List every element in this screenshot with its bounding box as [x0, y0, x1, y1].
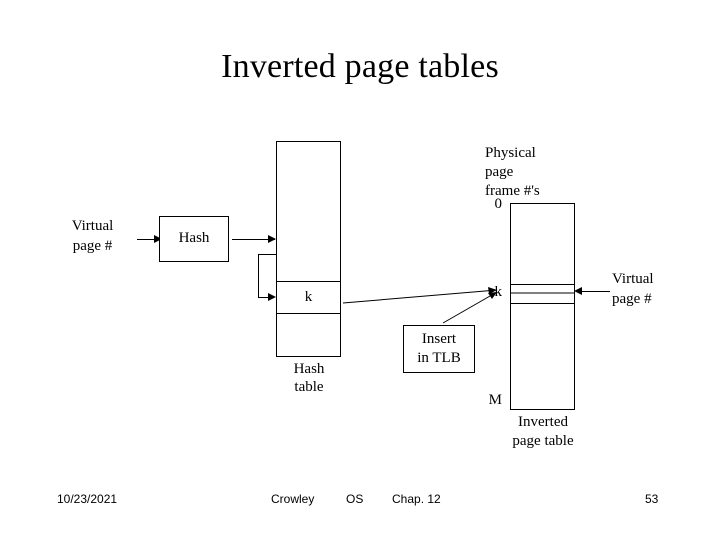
hash-box: [159, 216, 229, 262]
inverted-table-divider-top: [510, 284, 575, 285]
physical-frames-caption-line1: Physical: [485, 145, 536, 161]
insert-in-tlb-label-line1: Insert: [421, 331, 457, 347]
virtual-page-left-label-line2: page #: [72, 238, 113, 254]
footer-page-number: 53: [645, 492, 659, 506]
arrow-virtual-to-hash-head: [154, 235, 162, 243]
virtual-page-right-label-line1: Virtual: [612, 271, 654, 287]
physical-frames-caption-line2: page: [485, 164, 514, 180]
virtual-page-right-label-line2: page #: [612, 291, 652, 307]
hash-box-label: Hash: [178, 230, 210, 246]
hash-table-divider-bottom: [276, 313, 341, 314]
insert-in-tlb-label-line2: in TLB: [417, 350, 461, 366]
arrow-hash-to-table-line: [232, 239, 275, 240]
footer-date: 10/23/2021: [57, 492, 118, 506]
page-title: Inverted page tables: [221, 48, 499, 85]
arrow-right-virtual-head: [574, 287, 582, 295]
hash-chain-lower-connector: [258, 297, 270, 298]
hash-table-entry-k-label: k: [304, 289, 313, 305]
footer-author: Crowley: [271, 492, 315, 506]
insert-in-tlb-box: [403, 325, 475, 373]
footer-course: OS: [346, 492, 364, 506]
arrow-right-virtual-line: [578, 291, 610, 292]
inverted-index-0-label: 0: [494, 196, 503, 212]
arrow-virtual-to-hash-line: [137, 239, 154, 240]
hash-chain-upper-connector: [258, 254, 276, 255]
virtual-page-left-label-line1: Virtual: [71, 218, 114, 234]
hash-table-divider-top: [276, 281, 341, 282]
hash-chain-vertical: [258, 254, 259, 298]
inverted-table-caption-line1: Inverted: [518, 414, 568, 430]
inverted-index-m-label: M: [488, 392, 502, 408]
physical-frames-caption-line3: frame #'s: [485, 183, 540, 199]
inverted-index-k-label: k: [494, 284, 503, 300]
inverted-page-table-column: [510, 203, 575, 410]
hash-table-caption-line1: Hash: [293, 361, 325, 377]
inverted-table-divider-bottom: [510, 303, 575, 304]
hash-table-caption-line2: table: [294, 379, 324, 395]
inverted-table-caption-line2: page table: [512, 433, 574, 449]
slide-footer: 10/23/2021 Crowley OS Chap. 12 53: [0, 492, 720, 512]
arrow-hash-to-table-head: [268, 235, 276, 243]
footer-chapter: Chap. 12: [392, 492, 441, 506]
hash-table-column: [276, 141, 341, 357]
hash-chain-arrowhead: [268, 293, 276, 301]
